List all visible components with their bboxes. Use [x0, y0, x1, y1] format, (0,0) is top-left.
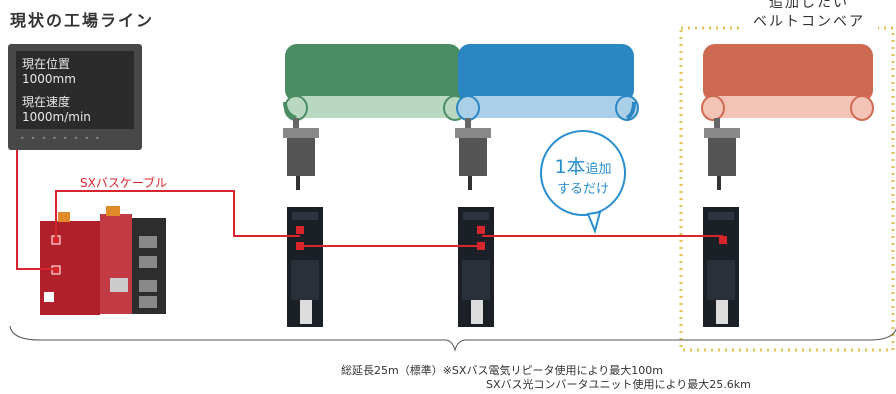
conveyor-green: [283, 44, 467, 121]
motor-3: [704, 118, 740, 190]
servo-amp-2: [458, 207, 494, 327]
hmi-position-value: 1000mm: [22, 72, 76, 86]
new-conveyor-label-line1: 追加したい: [769, 0, 849, 11]
bubble-small-text: 追加: [585, 162, 612, 177]
hmi-speed-label: 現在速度: [22, 95, 71, 109]
motor-1: [283, 118, 319, 190]
servo-amp-1: [287, 207, 323, 327]
speech-bubble: [540, 130, 626, 235]
length-note-line1: 総延長25m（標準）※SXバス電気リピータ使用により最大100m: [341, 364, 663, 377]
conveyor-orange: [701, 44, 874, 121]
bubble-big-text: 1本: [554, 156, 586, 178]
motor-2: [455, 118, 491, 190]
plc-unit: [40, 206, 166, 315]
hmi-speed-value: 1000m/min: [22, 110, 91, 124]
hmi-screen: [16, 51, 134, 129]
conveyor-blue: [456, 44, 639, 121]
length-note-line2: SXバス光コンバータユニット使用により最大25.6km: [486, 378, 751, 391]
total-length-brace: [9, 325, 896, 352]
cable-label: SXバスケーブル: [80, 176, 168, 190]
page-title: 現状の工場ライン: [10, 11, 155, 30]
bubble-line1: 1本追加: [528, 152, 638, 179]
new-conveyor-label-line2: ベルトコンベア: [753, 14, 865, 30]
hmi-position-label: 現在位置: [22, 57, 71, 71]
servo-amp-3: [703, 207, 739, 327]
bubble-line2: するだけ: [556, 182, 609, 197]
hmi-buttons: ••••••••: [20, 134, 106, 143]
sx-bus-cable: [16, 148, 723, 270]
new-conveyor-label: 追加したい ベルトコンベア: [740, 0, 878, 32]
